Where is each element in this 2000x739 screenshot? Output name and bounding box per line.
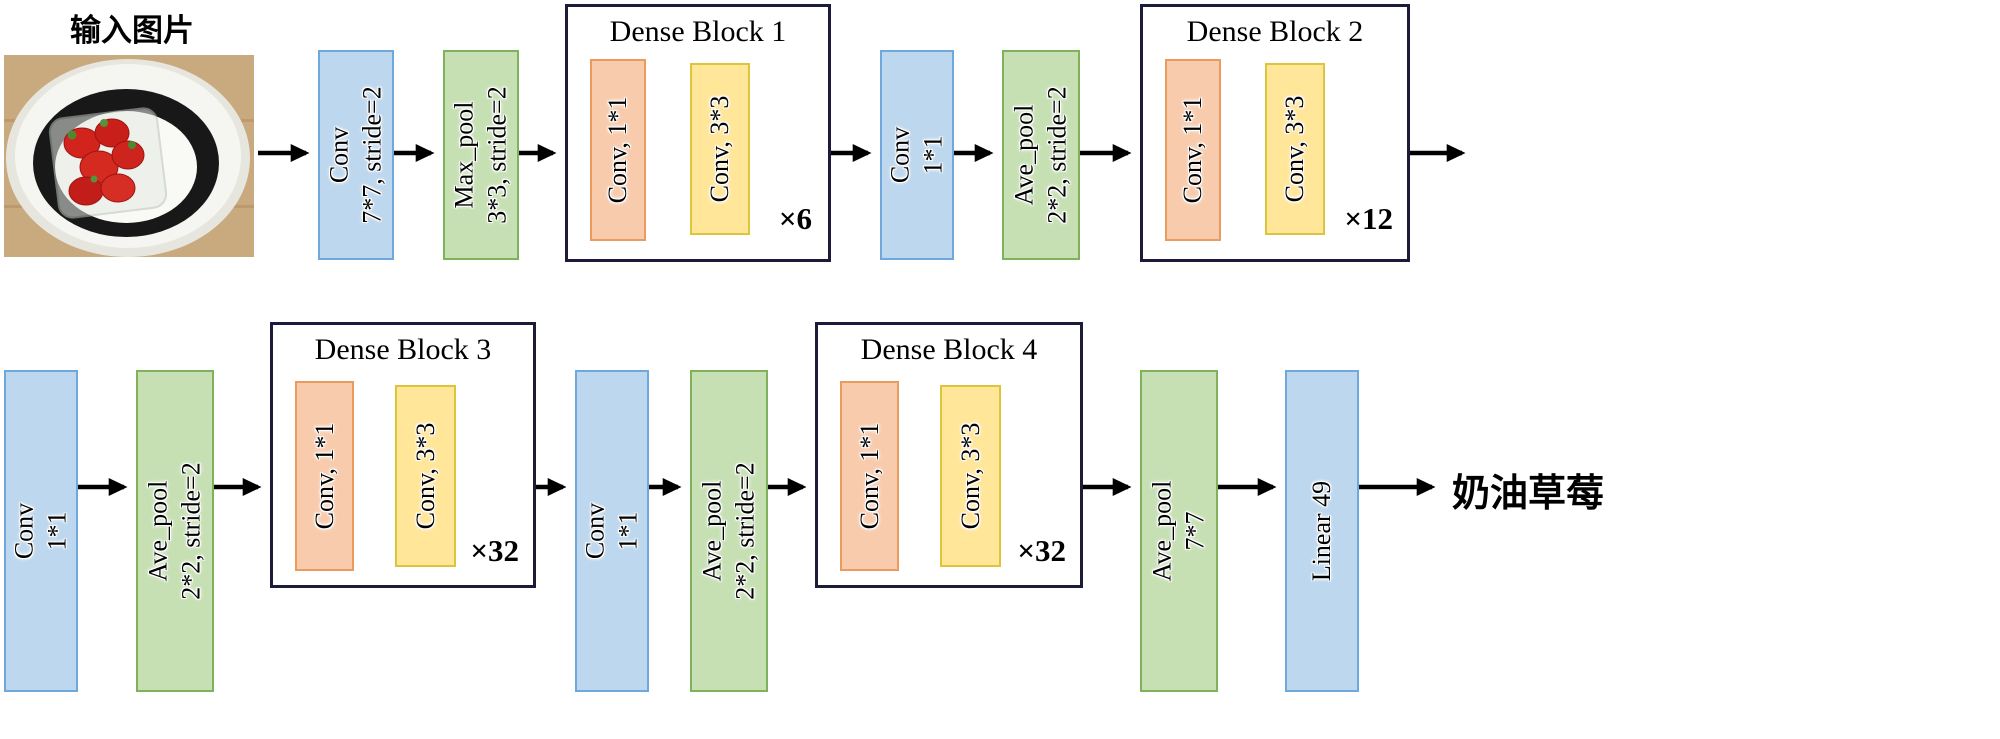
dense-block-3: Dense Block 3 Conv, 1*1 Conv, 3*3 ×32 — [270, 322, 536, 588]
dense-block-2-conv3x3: Conv, 3*3 — [1265, 63, 1325, 235]
dense-block-4-title: Dense Block 4 — [860, 333, 1038, 366]
conv-1x1-block-2: Conv 1*1 — [4, 370, 78, 692]
dense-block-4-conv3x3-label: Conv, 3*3 — [955, 422, 985, 530]
avepool-2x2-block-2-label: Ave_pool 2*2, stride=2 — [143, 462, 208, 599]
maxpool-3x3-block: Max_pool 3*3, stride=2 — [443, 50, 519, 260]
dense-block-3-multiplier: ×32 — [470, 533, 519, 568]
dense-block-3-conv1x1-label: Conv, 1*1 — [309, 422, 339, 530]
dense-block-2-multiplier: ×12 — [1344, 201, 1393, 236]
dense-block-3-conv3x3-label: Conv, 3*3 — [410, 422, 440, 530]
dense-block-4-conv3x3: Conv, 3*3 — [940, 385, 1001, 567]
dense-block-2-conv1x1-label: Conv, 1*1 — [1177, 96, 1207, 204]
conv-1x1-block-2-line2: 1*1 — [42, 511, 71, 551]
dense-block-3-conv1x1: Conv, 1*1 — [295, 381, 354, 571]
avepool-2x2-block-1-label: Ave_pool 2*2, stride=2 — [1009, 86, 1074, 223]
conv-7x7-label-line2: 7*7, stride=2 — [357, 86, 386, 224]
conv-1x1-block-3-line2: 1*1 — [613, 511, 642, 551]
conv-1x1-block-3-label: Conv 1*1 — [580, 503, 645, 559]
dense-block-4-conv1x1-label: Conv, 1*1 — [854, 422, 884, 530]
avepool-2x2-block-2-line1: Ave_pool — [143, 480, 173, 582]
dense-block-1: Dense Block 1 Conv, 1*1 Conv, 3*3 ×6 — [565, 4, 831, 262]
conv-1x1-block-2-label: Conv 1*1 — [9, 503, 74, 559]
avepool-2x2-block-2-line2: 2*2, stride=2 — [176, 462, 205, 600]
dense-block-2-title: Dense Block 2 — [1186, 15, 1364, 48]
dense-block-4-multiplier: ×32 — [1017, 533, 1066, 568]
conv-7x7-label-line1: Conv — [324, 126, 354, 184]
conv-1x1-block-1-line2: 1*1 — [918, 135, 947, 175]
conv-1x1-block-1-label: Conv 1*1 — [885, 127, 950, 183]
avepool-2x2-block-1-line2: 2*2, stride=2 — [1042, 86, 1071, 224]
conv-1x1-block-1: Conv 1*1 — [880, 50, 954, 260]
conv-1x1-block-3: Conv 1*1 — [575, 370, 649, 692]
avepool-2x2-block-2: Ave_pool 2*2, stride=2 — [136, 370, 214, 692]
conv-1x1-block-1-line1: Conv — [885, 126, 915, 184]
conv-7x7-label: Conv 7*7, stride=2 — [324, 86, 389, 223]
dense-block-2: Dense Block 2 Conv, 1*1 Conv, 3*3 ×12 — [1140, 4, 1410, 262]
maxpool-3x3-label-line2: 3*3, stride=2 — [482, 86, 511, 224]
avepool-2x2-block-3: Ave_pool 2*2, stride=2 — [690, 370, 768, 692]
linear-49-line1: Linear 49 — [1306, 480, 1336, 582]
input-image-label: 输入图片 — [70, 13, 194, 48]
linear-49-label: Linear 49 — [1306, 481, 1339, 581]
dense-block-3-title: Dense Block 3 — [314, 333, 492, 366]
dense-block-4-conv1x1: Conv, 1*1 — [840, 381, 899, 571]
dense-block-1-conv3x3-label: Conv, 3*3 — [704, 95, 734, 203]
maxpool-3x3-label-line1: Max_pool — [449, 101, 479, 209]
avepool-2x2-block-1: Ave_pool 2*2, stride=2 — [1002, 50, 1080, 260]
dense-block-1-conv1x1: Conv, 1*1 — [590, 59, 646, 241]
dense-block-4: Dense Block 4 Conv, 1*1 Conv, 3*3 ×32 — [815, 322, 1083, 588]
avepool-7x7-line1: Ave_pool — [1147, 480, 1177, 582]
avepool-2x2-block-1-line1: Ave_pool — [1009, 104, 1039, 206]
avepool-2x2-block-3-line2: 2*2, stride=2 — [730, 462, 759, 600]
dense-block-1-conv3x3: Conv, 3*3 — [690, 63, 750, 235]
avepool-2x2-block-3-line1: Ave_pool — [697, 480, 727, 582]
avepool-7x7-block: Ave_pool 7*7 — [1140, 370, 1218, 692]
output-class-label: 奶油草莓 — [1452, 473, 1605, 515]
strawberries — [63, 118, 145, 206]
dense-block-2-conv3x3-label: Conv, 3*3 — [1279, 95, 1309, 203]
avepool-7x7-line2: 7*7 — [1180, 511, 1209, 551]
dense-block-1-multiplier: ×6 — [778, 201, 812, 236]
avepool-2x2-block-3-label: Ave_pool 2*2, stride=2 — [697, 462, 762, 599]
dense-block-2-conv1x1: Conv, 1*1 — [1165, 59, 1221, 241]
maxpool-3x3-label: Max_pool 3*3, stride=2 — [449, 86, 514, 223]
dense-block-1-title: Dense Block 1 — [609, 15, 787, 48]
linear-49-block: Linear 49 — [1285, 370, 1359, 692]
dense-block-1-conv1x1-label: Conv, 1*1 — [602, 96, 632, 204]
conv-1x1-block-3-line1: Conv — [580, 502, 610, 560]
conv-7x7-block: Conv 7*7, stride=2 — [318, 50, 394, 260]
dense-block-3-conv3x3: Conv, 3*3 — [395, 385, 456, 567]
input-photo — [4, 55, 254, 257]
avepool-7x7-label: Ave_pool 7*7 — [1147, 481, 1212, 582]
conv-1x1-block-2-line1: Conv — [9, 502, 39, 560]
